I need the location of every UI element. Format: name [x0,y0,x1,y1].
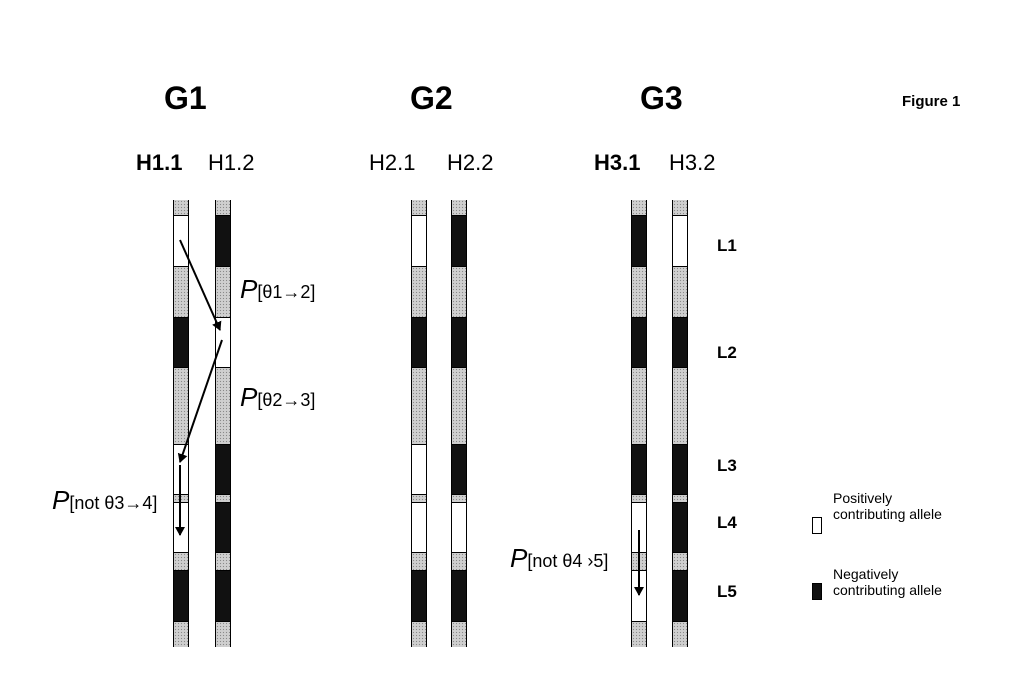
spacer-segment [452,494,466,502]
prob-label-theta-1-2: P[θ1→2] [240,274,315,305]
prob-symbol: P [510,543,528,573]
haplotype-strip-h1-2 [215,199,231,647]
spacer-segment [216,621,230,647]
spacer-segment [452,621,466,647]
negative-allele-segment [412,316,426,368]
spacer-segment [174,621,188,647]
prob-expression: [θ2→3] [257,390,316,410]
spacer-segment [412,494,426,502]
locus-label-l4: L4 [717,513,737,532]
negative-allele-segment [216,569,230,622]
negative-allele-segment [673,569,687,622]
spacer-segment [216,199,230,215]
spacer-segment [412,199,426,215]
negative-allele-segment [452,443,466,495]
spacer-segment [216,266,230,317]
haplotype-strip-h3-1 [631,199,647,647]
locus-label-l3: L3 [717,456,737,475]
spacer-segment [174,367,188,444]
positive-allele-segment [412,443,426,495]
prob-expression: [not θ3→4] [69,493,158,513]
negative-allele-segment [216,443,230,495]
prob-expression: [θ1→2] [257,282,316,302]
haplotype-strip-h2-1 [411,199,427,647]
haplotype-label-h1-1: H1.1 [136,150,183,175]
haplotype-label-h3-2: H3.2 [669,150,716,175]
prob-label-not-theta-4-5: P[not θ4 ›5] [510,543,608,574]
spacer-segment [673,494,687,502]
spacer-segment [412,621,426,647]
legend-text-positive: Positively contributing allele [833,490,942,522]
negative-allele-segment [216,501,230,553]
spacer-segment [632,494,646,502]
spacer-segment [632,199,646,215]
negative-allele-segment [452,316,466,368]
positive-allele-segment [673,214,687,267]
haplotype-label-h1-2: H1.2 [208,150,255,175]
spacer-segment [673,266,687,317]
negative-allele-segment [673,316,687,368]
haplotype-strip-h3-2 [672,199,688,647]
locus-label-l1: L1 [717,236,737,255]
negative-allele-segment [216,214,230,267]
prob-label-not-theta-3-4: P[not θ3→4] [52,485,157,516]
spacer-segment [412,266,426,317]
negative-allele-segment [632,214,646,267]
spacer-segment [216,552,230,570]
legend-swatch-negative [812,583,822,600]
haplotype-label-h3-1: H3.1 [594,150,641,175]
negative-allele-segment [174,569,188,622]
spacer-segment [174,199,188,215]
arrow-theta-1-2 [179,239,222,331]
positive-allele-segment [412,214,426,267]
figure-label: Figure 1 [902,93,961,110]
spacer-segment [673,552,687,570]
arrow-theta-2-3 [177,339,223,463]
negative-allele-segment [673,501,687,553]
spacer-segment [174,266,188,317]
positive-allele-segment [452,501,466,553]
legend-swatch-positive [812,517,822,534]
negative-allele-segment [452,214,466,267]
positive-allele-segment [412,501,426,553]
spacer-segment [452,199,466,215]
prob-symbol: P [240,274,258,304]
spacer-segment [632,621,646,647]
spacer-segment [452,552,466,570]
prob-symbol: P [52,485,70,515]
spacer-segment [412,367,426,444]
prob-expression: [not θ4 ›5] [527,551,609,571]
legend-text-negative: Negatively contributing allele [833,566,942,598]
negative-allele-segment [452,569,466,622]
negative-allele-segment [412,569,426,622]
group-title-g3: G3 [640,80,683,116]
group-title-g2: G2 [410,80,453,116]
spacer-segment [673,621,687,647]
spacer-segment [174,552,188,570]
spacer-segment [216,494,230,502]
negative-allele-segment [673,443,687,495]
spacer-segment [452,367,466,444]
locus-label-l5: L5 [717,582,737,601]
spacer-segment [673,367,687,444]
haplotype-label-h2-1: H2.1 [369,150,416,175]
spacer-segment [216,367,230,444]
spacer-segment [673,199,687,215]
haplotype-strip-h2-2 [451,199,467,647]
group-title-g1: G1 [164,80,207,116]
spacer-segment [452,266,466,317]
haplotype-label-h2-2: H2.2 [447,150,494,175]
prob-label-theta-2-3: P[θ2→3] [240,382,315,413]
negative-allele-segment [632,443,646,495]
locus-label-l2: L2 [717,343,737,362]
spacer-segment [412,552,426,570]
negative-allele-segment [174,316,188,368]
prob-symbol: P [240,382,258,412]
negative-allele-segment [632,316,646,368]
spacer-segment [632,266,646,317]
spacer-segment [632,367,646,444]
